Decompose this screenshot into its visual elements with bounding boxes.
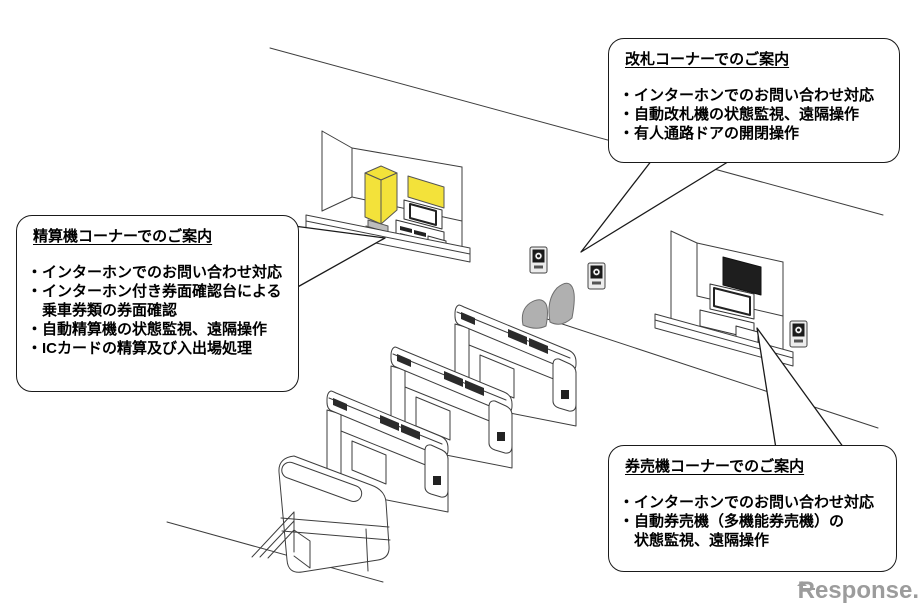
fare-machine-back-panel — [407, 175, 445, 209]
callout-item: ・自動精算機の状態監視、遠隔操作 — [27, 321, 268, 338]
response-watermark: Response. — [796, 577, 919, 604]
ticket-vending-machine — [699, 256, 762, 348]
callout-item: ・インターホン付き券面確認台による — [27, 283, 282, 300]
watermark-arrow-icon — [794, 572, 816, 596]
callout-gate-corner: 改札コーナーでのご案内 ・インターホンでのお問い合わせ対応 ・自動改札機の状態監… — [608, 38, 900, 163]
intercom-icon — [789, 320, 808, 348]
callout-ticket-corner: 券売機コーナーでのご案内 ・インターホンでのお問い合わせ対応 ・自動券売機（多機… — [608, 445, 897, 572]
vending-machine-sign — [722, 256, 762, 296]
fare-counter-ledge — [305, 214, 471, 263]
callout-item: ・ICカードの精算及び入出場処理 — [27, 340, 253, 357]
floor-edge-line — [166, 521, 384, 583]
callout-fare-title: 精算機コーナーでのご案内 — [33, 228, 213, 245]
callout-gate-items: ・インターホンでのお問い合わせ対応 ・自動改札機の状態監視、遠隔操作 ・有人通路… — [619, 86, 889, 143]
stairs-railing — [251, 511, 311, 569]
callout-tail-gate — [580, 159, 732, 253]
callout-ticket-title: 券売機コーナーでのご案内 — [625, 458, 805, 475]
ic-mark — [497, 432, 505, 441]
callout-item: ・自動券売機（多機能券売機）の — [619, 513, 845, 530]
ic-mark — [433, 476, 441, 485]
wall-floor-baseline — [537, 315, 879, 429]
ic-mark — [561, 390, 569, 399]
vending-machine-screen — [713, 287, 751, 316]
intercom-icon — [529, 246, 548, 274]
fare-machine-screen — [409, 203, 437, 226]
callout-item: ・自動改札機の状態監視、遠隔操作 — [619, 106, 860, 123]
intercom-icon — [587, 262, 606, 290]
callout-fare-corner: 精算機コーナーでのご案内 ・インターホンでのお問い合わせ対応 ・インターホン付き… — [16, 215, 299, 392]
callout-item: ・インターホンでのお問い合わせ対応 — [619, 494, 875, 511]
callout-item: ・インターホンでのお問い合わせ対応 — [619, 87, 875, 104]
callout-item: ・有人通路ドアの開閉操作 — [619, 125, 800, 142]
callout-ticket-items: ・インターホンでのお問い合わせ対応 ・自動券売機（多機能券売機）の 状態監視、遠… — [619, 493, 886, 550]
callout-item: 乗車券類の券面確認 — [27, 302, 178, 319]
passage-door-flaps — [521, 282, 575, 329]
callout-item: ・インターホンでのお問い合わせ対応 — [27, 264, 283, 281]
callout-fare-items: ・インターホンでのお問い合わせ対応 ・インターホン付き券面確認台による 乗車券類… — [27, 263, 288, 358]
watermark-text: Response. — [797, 577, 919, 604]
callout-gate-title: 改札コーナーでのご案内 — [625, 51, 790, 68]
callout-item: 状態監視、遠隔操作 — [619, 532, 770, 549]
wide-gate-panel — [278, 455, 391, 573]
ticket-check-stand — [364, 165, 398, 244]
wall-top-edge-line — [269, 47, 884, 216]
